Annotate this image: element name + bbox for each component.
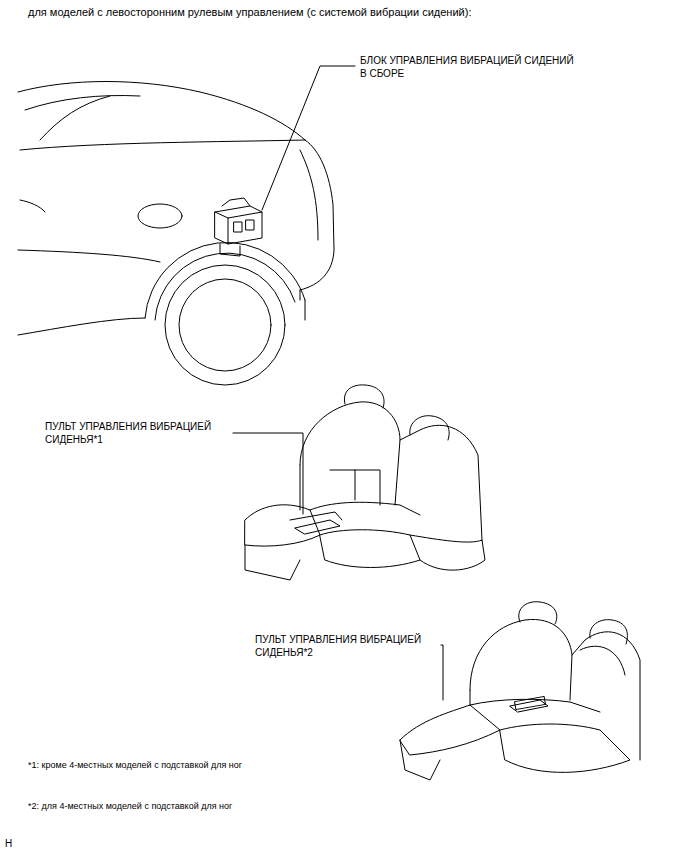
control-unit [215,198,262,256]
rear-seats [245,385,485,580]
figure-code: H [5,837,35,850]
car-body [18,82,334,386]
leader-line [262,66,355,210]
footnote: *1: кроме 4-местных моделей с подставкой… [28,759,528,772]
leader-line [233,433,303,514]
rear-seats [400,602,640,780]
footnote: *2: для 4-местных моделей с подставкой д… [28,800,528,813]
part-label: БЛОК УПРАВЛЕНИЯ ВИБРАЦИЕЙ СИДЕНИЙ В СБОР… [360,54,575,80]
part-label: ПУЛЬТ УПРАВЛЕНИЯ ВИБРАЦИЕЙ СИДЕНЬЯ*2 [255,633,450,659]
heading: для моделей с левосторонним рулевым упра… [28,6,668,19]
leader-line [441,645,443,700]
part-label: ПУЛЬТ УПРАВЛЕНИЯ ВИБРАЦИЕЙ СИДЕНЬЯ*1 [45,420,240,446]
